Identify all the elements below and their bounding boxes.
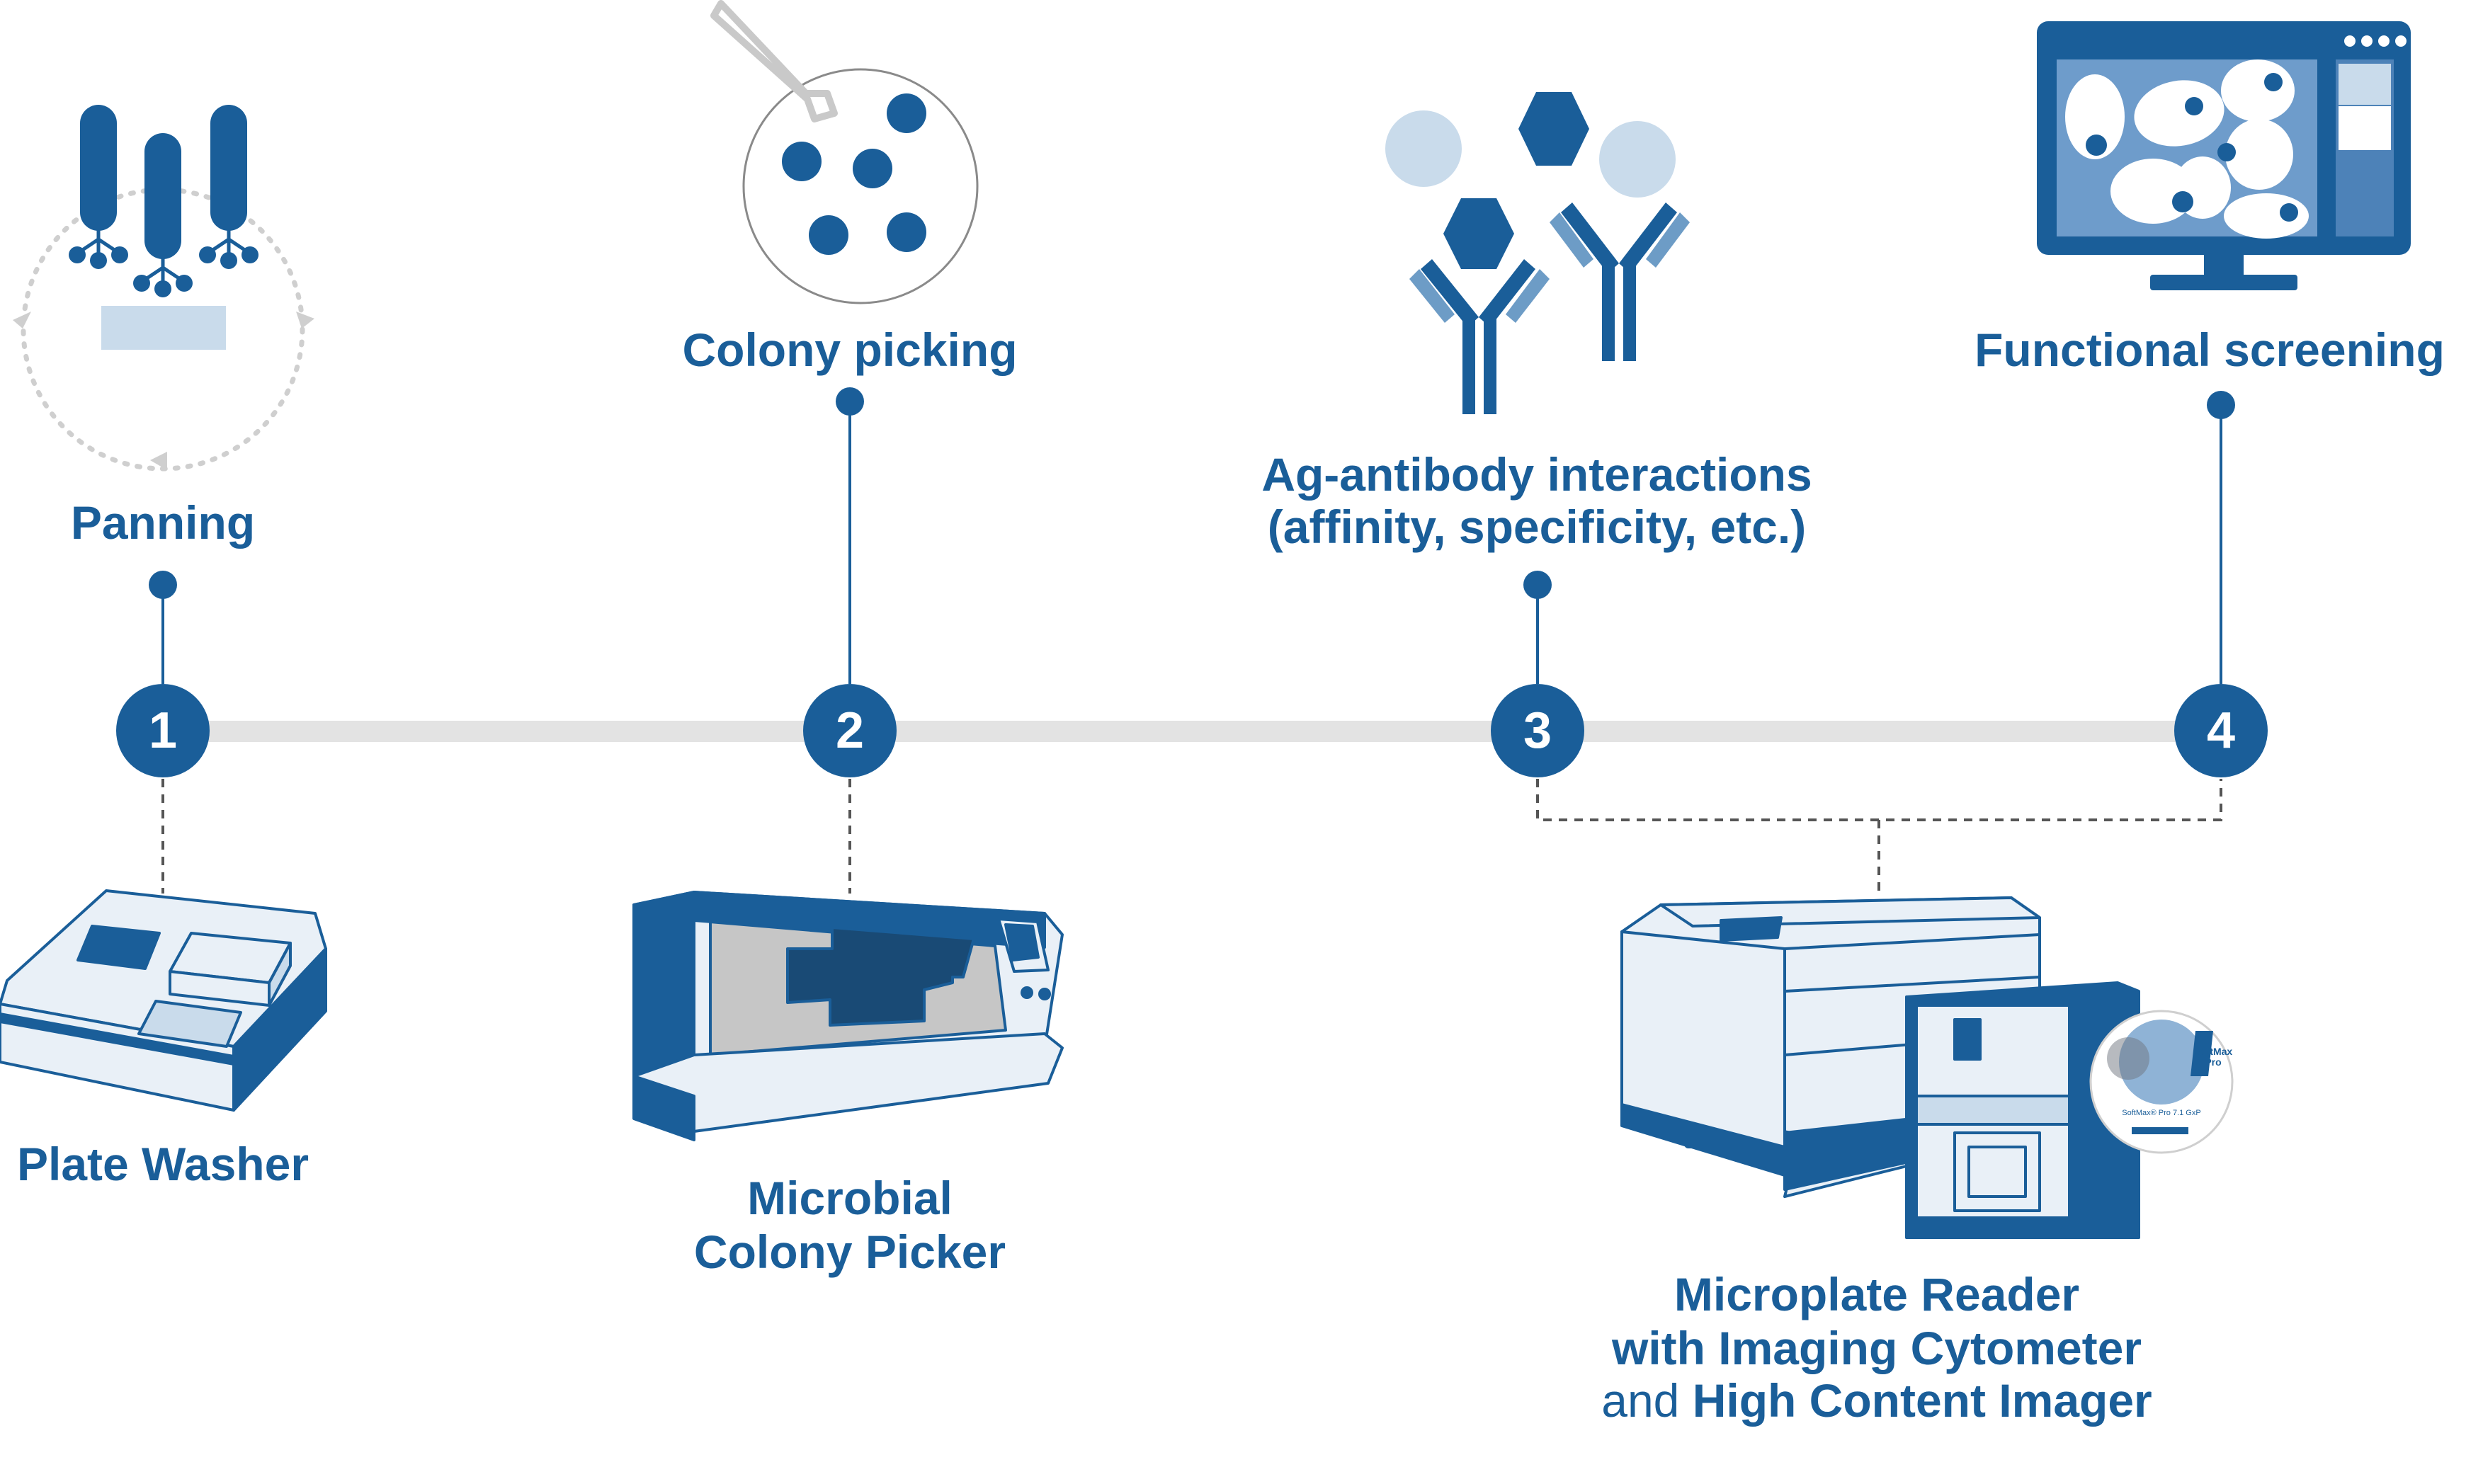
disc-title-line2: Pro bbox=[2205, 1056, 2222, 1068]
disc-version: SoftMax® Pro 7.1 GxP bbox=[2122, 1109, 2201, 1117]
connector-dots bbox=[149, 387, 2235, 599]
panning-icon bbox=[13, 105, 314, 472]
plate-washer-illustration bbox=[0, 889, 327, 1112]
step-circles bbox=[116, 684, 2268, 777]
step-number-4: 4 bbox=[2206, 702, 2236, 759]
instrument-label-colony-picker-line1: Microbial bbox=[747, 1172, 953, 1224]
instrument-label-microplate-reader-line3: and High Content Imager bbox=[1516, 1374, 2238, 1427]
colony-picker-illustration bbox=[632, 891, 1064, 1141]
stage-label-colony-picking: Colony picking bbox=[682, 324, 1018, 376]
stage-label-panning: Panning bbox=[70, 496, 256, 549]
instrument-label-colony-picker-line2: Colony Picker bbox=[693, 1226, 1006, 1278]
step-number-2: 2 bbox=[835, 702, 865, 759]
colony-picking-icon bbox=[710, 0, 979, 304]
step-number-3: 3 bbox=[1523, 702, 1552, 759]
step-number-1: 1 bbox=[148, 702, 178, 759]
stage-label-ag-antibody-line1: Ag-antibody interactions bbox=[1261, 448, 1812, 501]
monitor-icon bbox=[2037, 21, 2411, 290]
instrument-label-microplate-reader-line2: with Imaging Cytometer bbox=[1611, 1322, 2142, 1374]
software-disc bbox=[2089, 1010, 2234, 1154]
instrument-connectors bbox=[161, 779, 2222, 894]
microplate-reader-illustration bbox=[1620, 896, 2140, 1239]
timeline-track bbox=[163, 721, 2227, 742]
instrument-label-microplate-reader-line1: Microplate Reader bbox=[1674, 1268, 2080, 1320]
stage-label-ag-antibody-line2: (affinity, specificity, etc.) bbox=[1267, 501, 1807, 553]
high-content-imager-label: High Content Imager bbox=[1692, 1374, 2152, 1427]
stage-connectors bbox=[161, 401, 2222, 684]
stage-label-functional-screening: Functional screening bbox=[1974, 324, 2445, 376]
instrument-label-plate-washer: Plate Washer bbox=[16, 1138, 309, 1190]
antibody-icon bbox=[1385, 92, 1690, 414]
connector-word: and bbox=[1601, 1374, 1680, 1427]
disc-title-line1: SoftMax bbox=[2193, 1046, 2233, 1057]
